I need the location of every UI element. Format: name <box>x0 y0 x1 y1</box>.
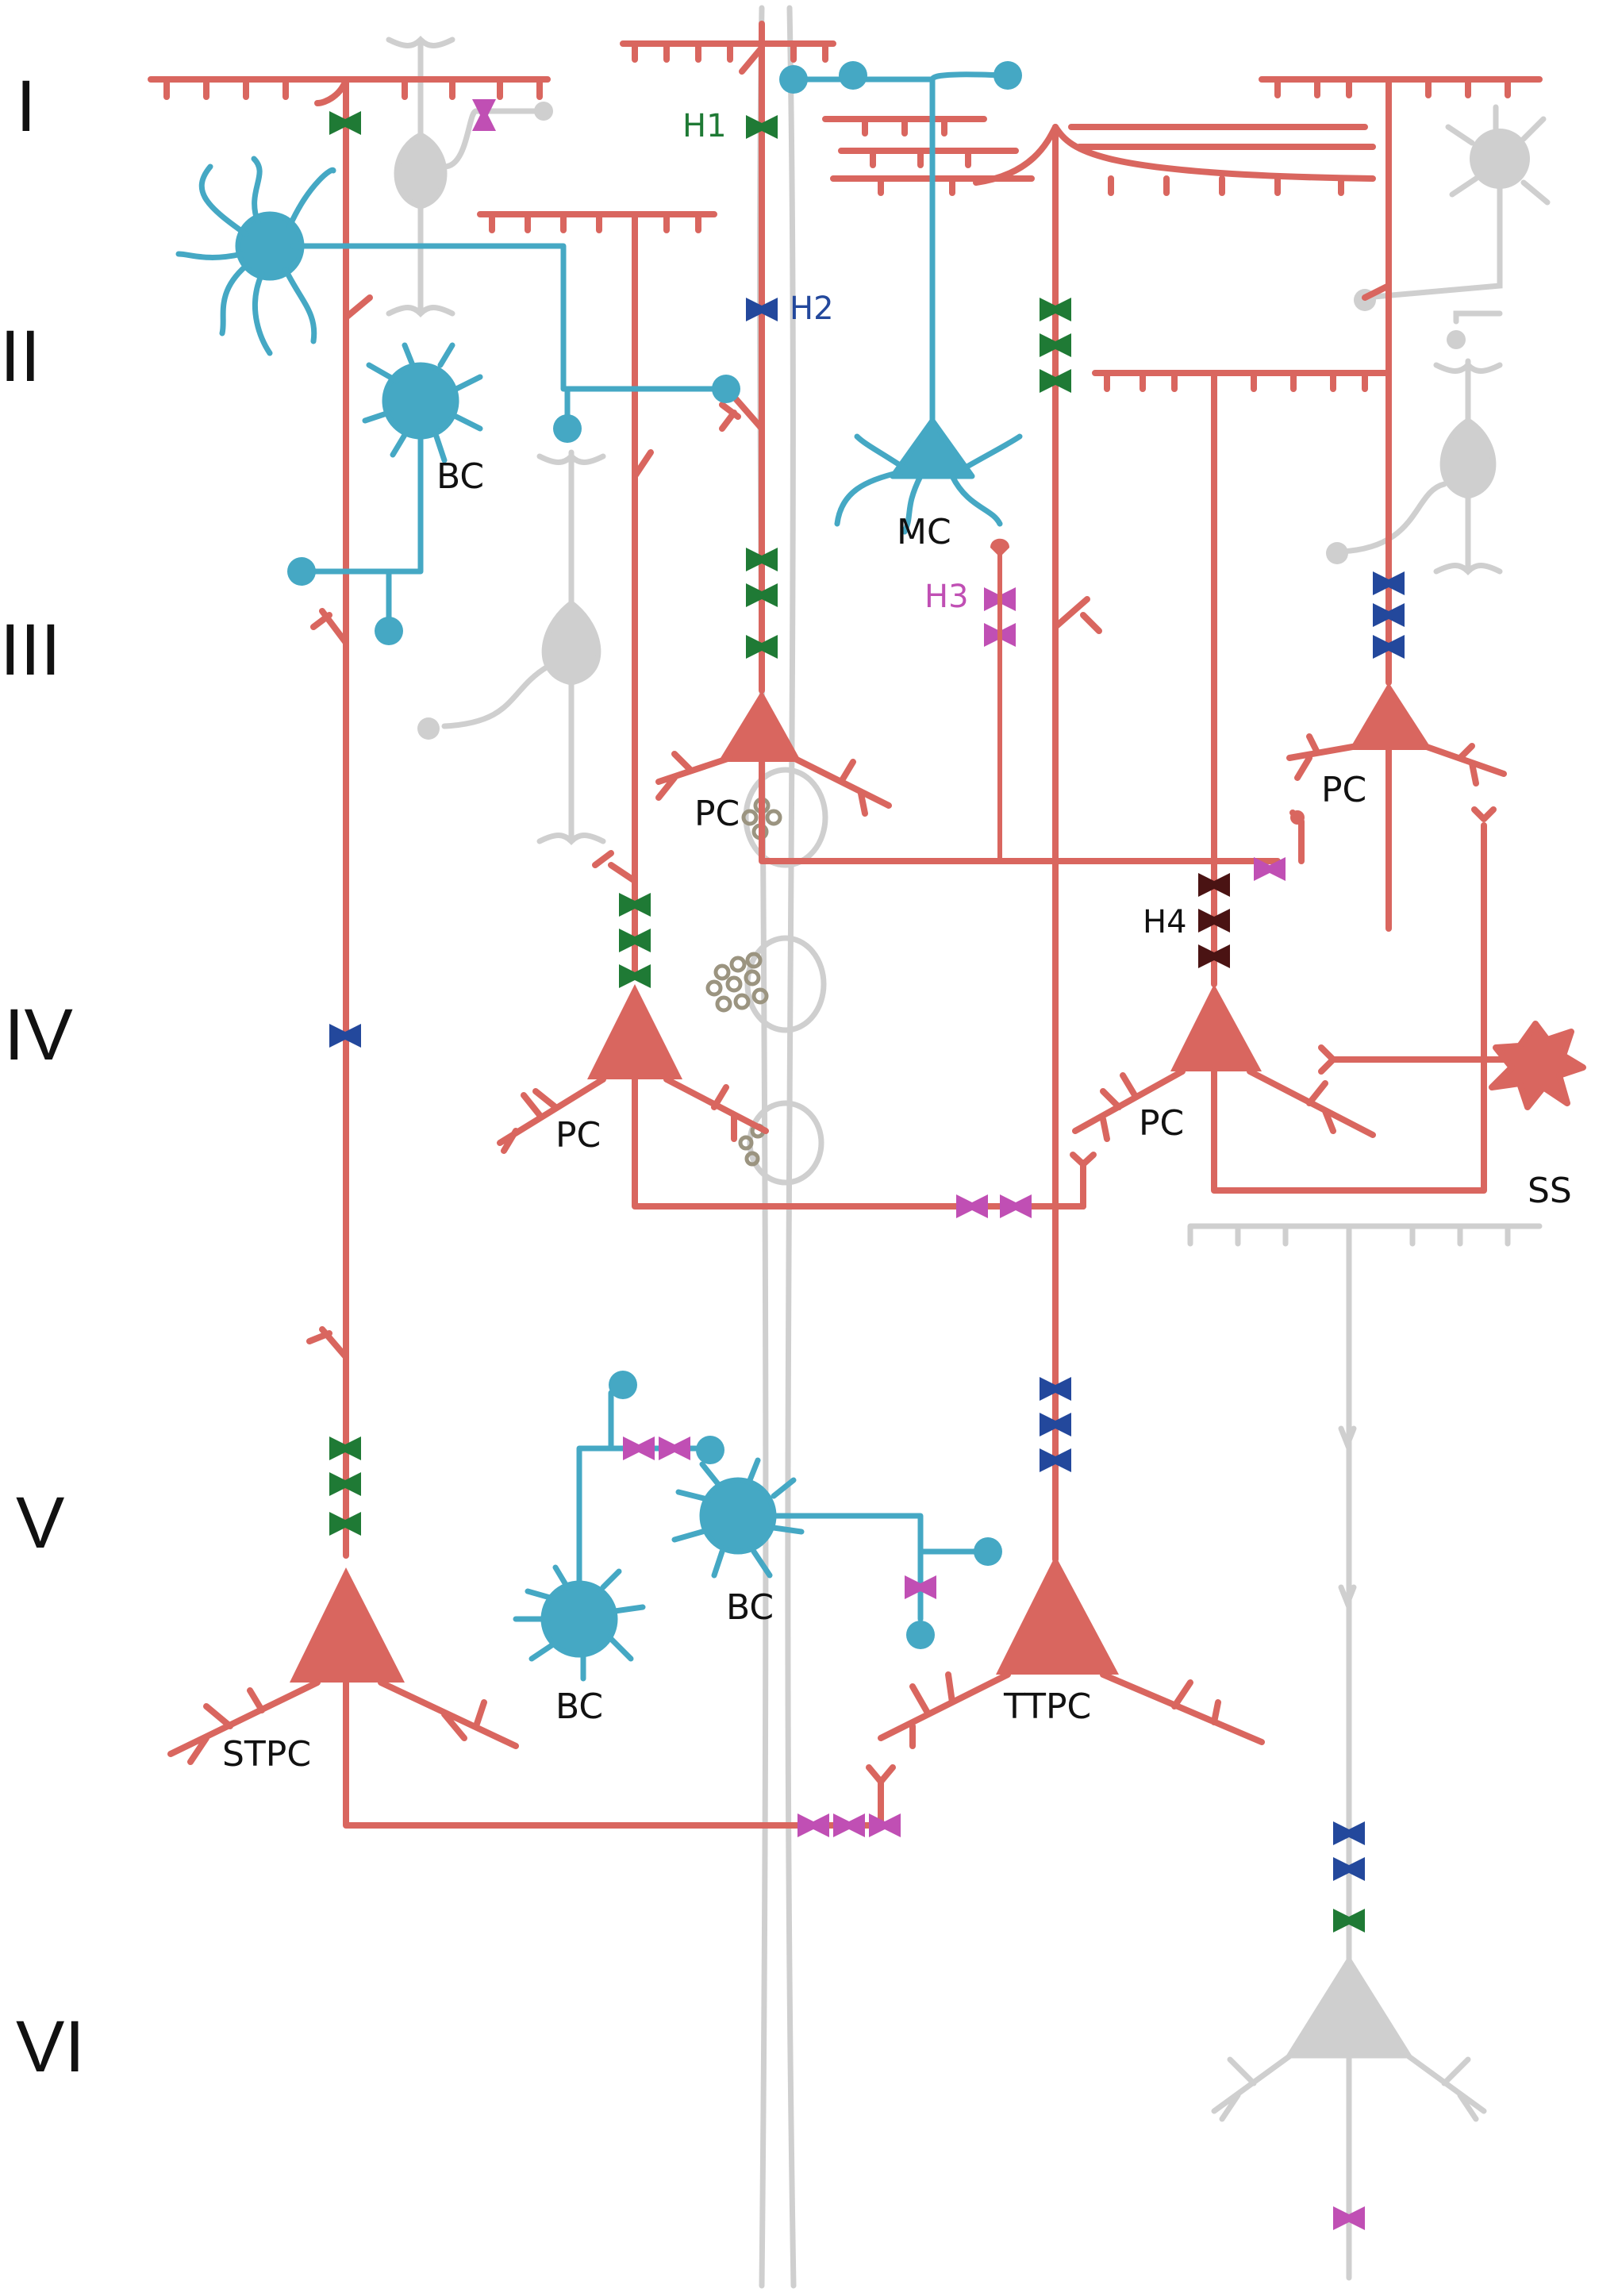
h3-label: H3 <box>924 579 969 615</box>
pc-l3-basal-left <box>655 751 733 801</box>
gray-cell-l6 <box>1187 1223 1543 2281</box>
pc-l3-tuft <box>620 40 836 63</box>
layer-label-vi: VI <box>16 2006 85 2087</box>
pyramidal-cells <box>148 21 1586 1829</box>
stpc-axon <box>343 1679 884 1829</box>
h2-synapse-h2 <box>746 298 778 321</box>
column-bulge-2 <box>744 935 827 1033</box>
label-pc-l4-left: PC <box>555 1115 601 1156</box>
pc-l3-right-basal-right <box>1421 743 1507 786</box>
column-bulge-1 <box>743 767 828 868</box>
interneurons <box>175 61 1023 1682</box>
h1-label: H1 <box>682 108 727 144</box>
column-bulge-3 <box>747 1100 824 1186</box>
h3-synapses <box>472 99 1365 2230</box>
h1-synapses <box>329 111 1365 1933</box>
pc-l4-left-basal-left <box>497 1076 606 1154</box>
label-pc-l3: PC <box>694 794 740 834</box>
ttpc-basal-left <box>878 1671 1011 1749</box>
pc-l3-basal-right <box>790 755 892 817</box>
pc-l4-right-basal-left <box>1072 1068 1186 1142</box>
h1-synapse-h1 <box>746 115 778 139</box>
h4-synapse-h4 <box>1198 944 1230 968</box>
pc-l4-right-soma <box>1170 984 1262 1071</box>
pc-l3-right-soma <box>1349 683 1432 750</box>
label-pc-l3-right: PC <box>1321 770 1366 810</box>
bc-upper-soma <box>382 362 459 440</box>
label-ss: SS <box>1528 1171 1572 1211</box>
pc-l3-right-basal-left <box>1286 733 1360 781</box>
pc-l3-soma <box>718 690 801 762</box>
mc-axon <box>790 71 1007 424</box>
pc-l4-left-tuft <box>477 211 717 233</box>
layer-label-i: I <box>16 66 37 147</box>
stpc-basal-left <box>167 1679 321 1765</box>
layer-label-v: V <box>16 1483 64 1563</box>
bc-l5-left-axon <box>576 1390 709 1586</box>
label-ttpc: TTPC <box>1003 1686 1091 1727</box>
label-bc-l5-right: BC <box>726 1587 774 1628</box>
pc-l4-right-basal-right <box>1247 1068 1376 1138</box>
stpc-basal-right <box>378 1679 519 1749</box>
pc-l3-axon <box>759 759 1281 864</box>
h4-label: H4 <box>1143 904 1187 940</box>
stpc-tuft <box>148 76 551 106</box>
ttpc-soma <box>996 1556 1119 1675</box>
layer-labels: I II III IV V VI <box>0 66 85 2087</box>
pc-l4-left-basal-right <box>663 1076 769 1142</box>
label-mc: MC <box>897 512 951 552</box>
h1-synapse-stpc-top <box>329 111 361 135</box>
label-stpc: STPC <box>222 1734 311 1775</box>
pc-l4-right-tuft <box>1092 370 1392 392</box>
gray-cell-top-right <box>1362 171 1503 301</box>
cell-labels: BC MC PC PC PC PC SS BC BC STPC TTPC <box>222 456 1572 1775</box>
label-pc-l4-right: PC <box>1139 1103 1184 1144</box>
stpc-soma <box>290 1567 405 1683</box>
ss-soma <box>1489 1021 1586 1110</box>
gray-cell-l1-soma <box>394 132 448 210</box>
layer-label-iv: IV <box>4 994 73 1075</box>
gray-cells <box>386 5 1551 2289</box>
bc-upper-axon <box>302 433 424 575</box>
column-dots <box>705 797 782 1167</box>
h2-label: H2 <box>790 290 834 327</box>
label-bc-upper: BC <box>436 456 484 497</box>
ttpc-basal-right <box>1100 1671 1265 1745</box>
top-left-interneuron-axon <box>290 243 725 392</box>
pc-l4-left-axon <box>632 1076 1086 1210</box>
hypothesis-labels: H1 H2 H3 H4 <box>682 108 1187 940</box>
pc-l4-left-soma <box>587 984 682 1079</box>
h2-synapses <box>329 298 1405 1881</box>
pc-l3-right-tuft <box>1259 76 1543 98</box>
label-bc-l5-left: BC <box>555 1686 603 1727</box>
layer-label-iii: III <box>0 610 61 690</box>
mc-soma <box>890 417 975 479</box>
bc-l5-right-soma <box>699 1477 777 1555</box>
gray-cell-l6-soma <box>1284 1955 1414 2059</box>
bc-l5-right-axon <box>771 1513 987 1622</box>
layer-label-ii: II <box>0 316 40 397</box>
h4-synapses <box>1198 873 1230 968</box>
